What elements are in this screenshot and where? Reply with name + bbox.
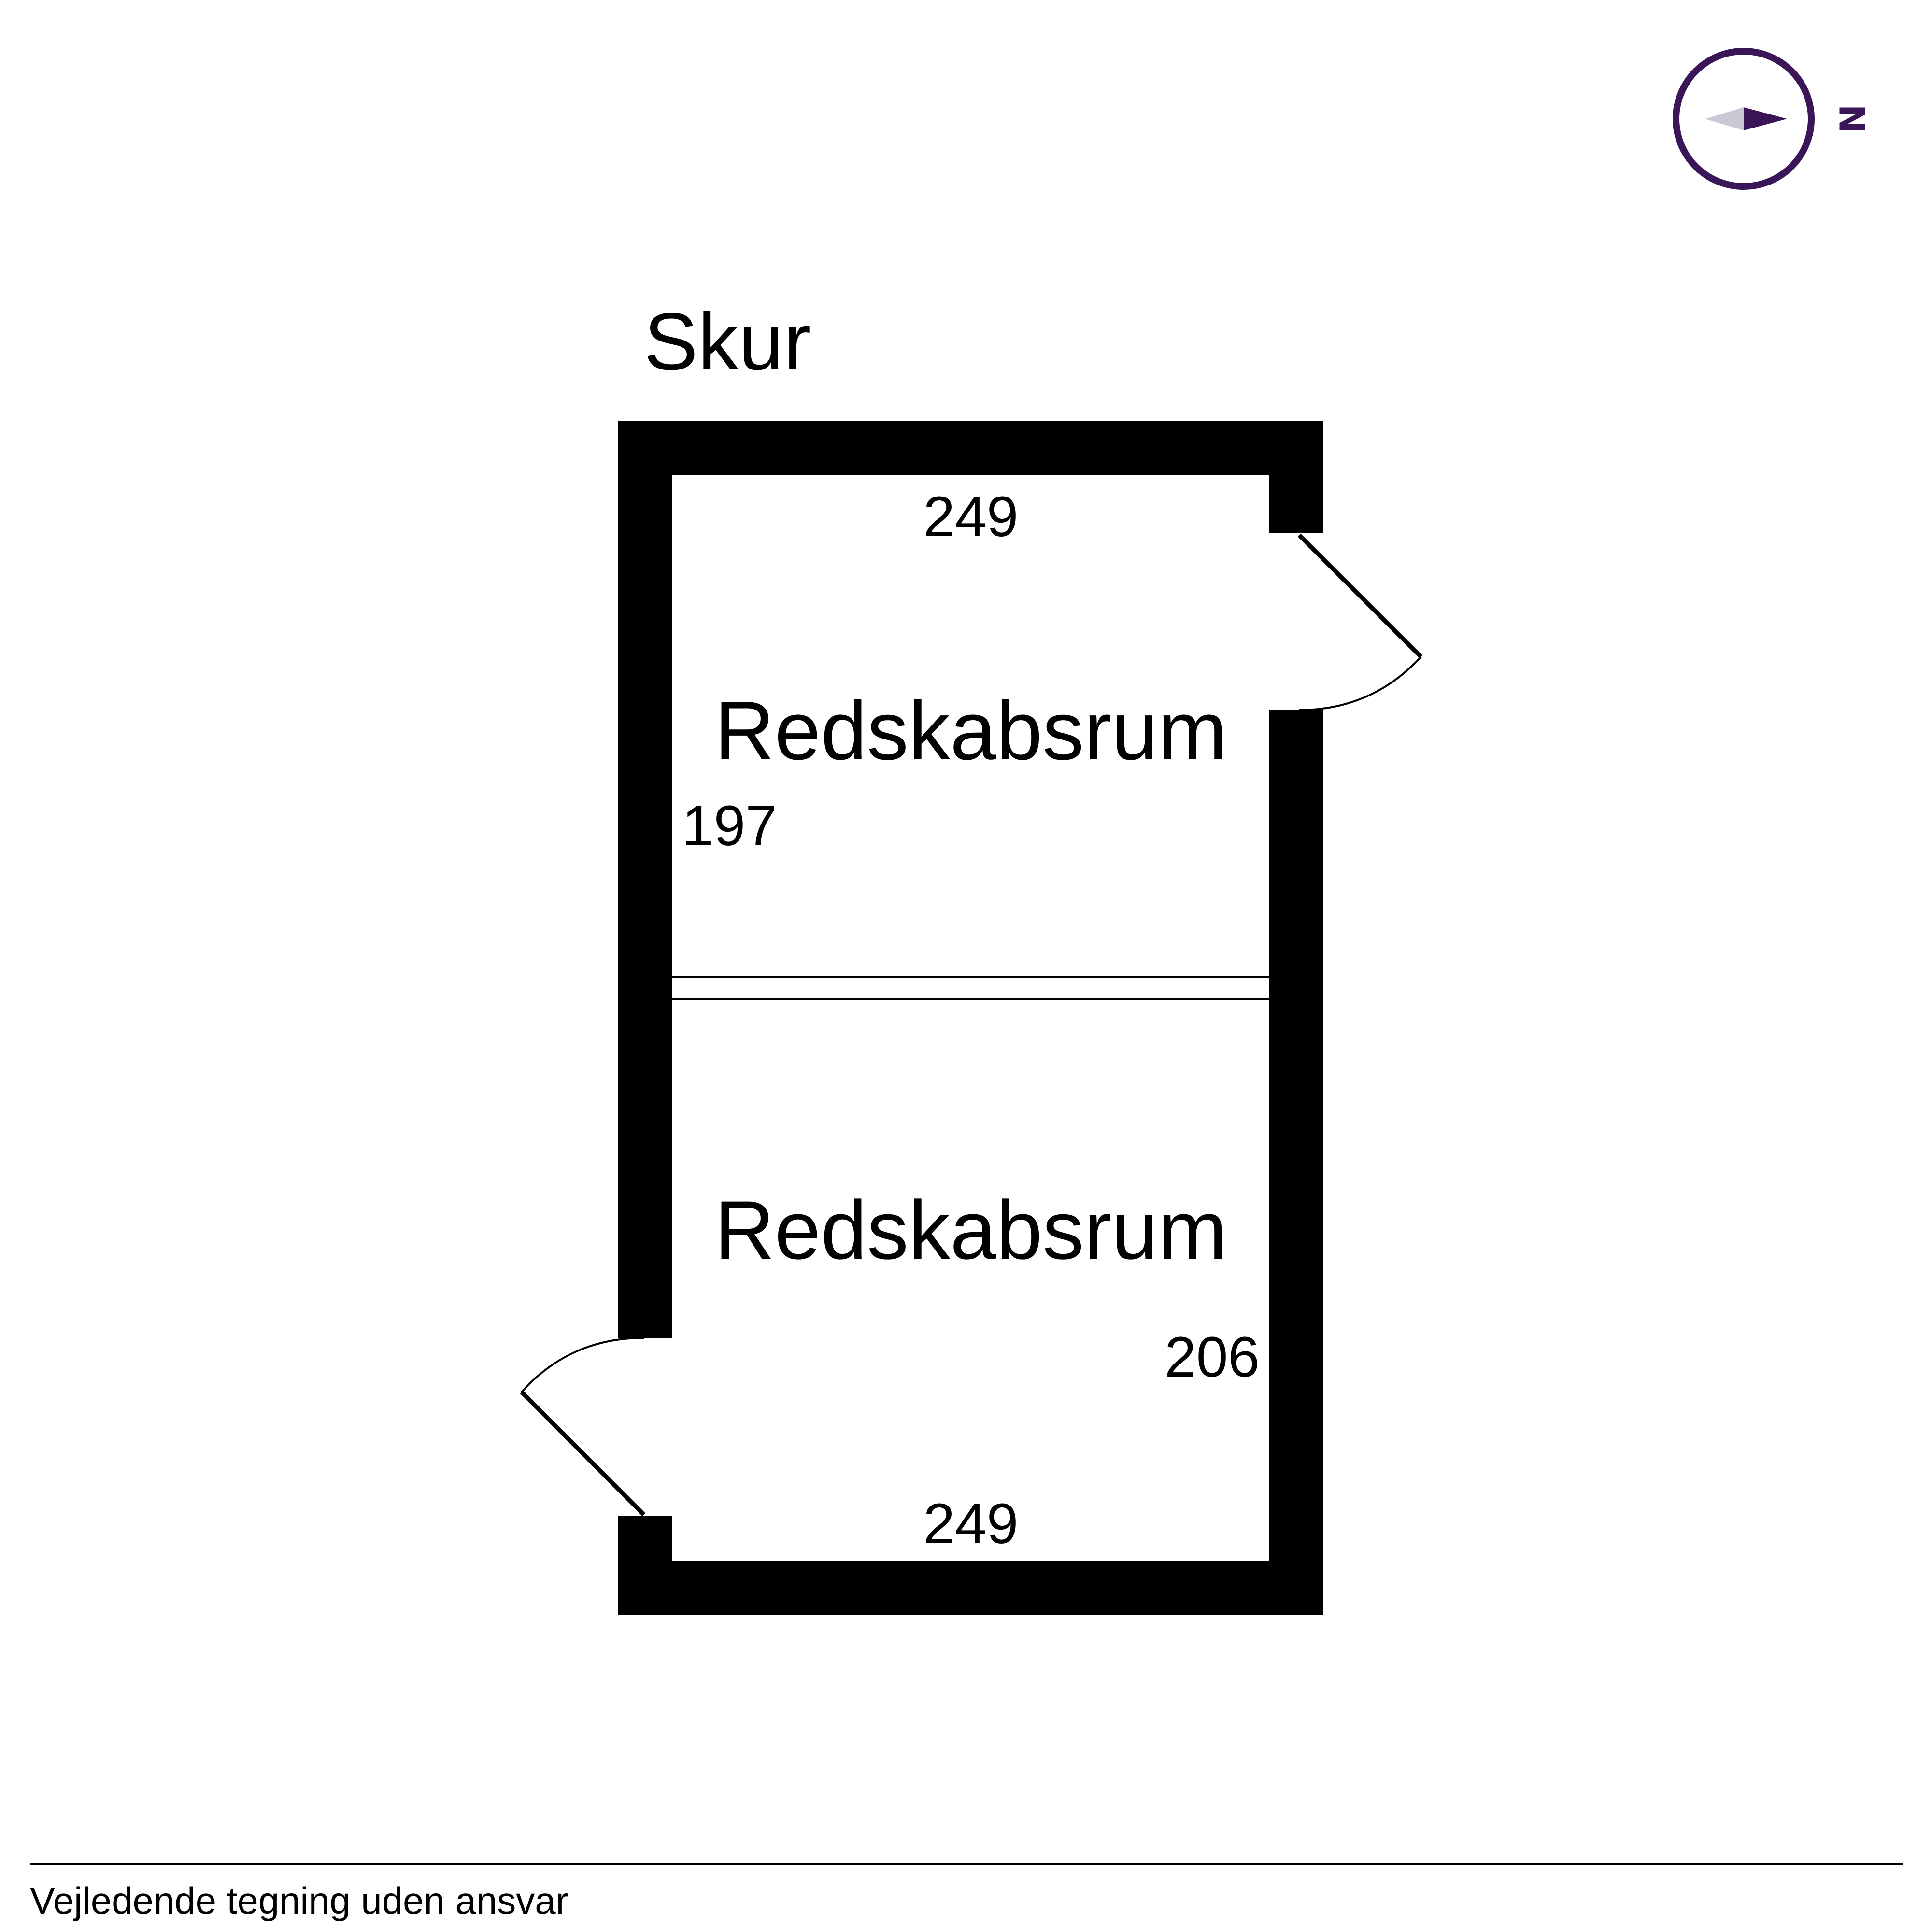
door-right-swing-arc	[1299, 656, 1422, 711]
room-upper-width-dim: 249	[923, 485, 1019, 549]
wall-left-lower-stub	[618, 1516, 672, 1615]
wall-left-upper	[618, 421, 672, 1338]
building-title: Skur	[644, 296, 810, 387]
room-lower-width-dim: 249	[923, 1492, 1019, 1556]
room-upper-name: Redskabsrum	[714, 684, 1227, 777]
wall-top	[618, 421, 1323, 475]
partition-wall	[672, 976, 1269, 1000]
door-left-leaf	[520, 1390, 646, 1517]
door-right	[1297, 533, 1423, 711]
compass-needle-north	[1744, 107, 1787, 130]
wall-right-lower	[1269, 710, 1323, 1615]
walls	[618, 421, 1323, 1615]
compass-north-letter: N	[1831, 104, 1872, 133]
door-right-leaf	[1297, 533, 1423, 659]
room-upper-depth-dim: 197	[682, 794, 777, 858]
wall-right-upper-stub	[1269, 421, 1323, 533]
footer-disclaimer: Vejledende tegning uden ansvar	[30, 1879, 568, 1922]
wall-bottom	[618, 1561, 1323, 1615]
compass-ring	[1673, 48, 1815, 190]
door-left	[520, 1337, 646, 1517]
compass-needle-south	[1705, 107, 1744, 130]
room-lower-name: Redskabsrum	[714, 1184, 1227, 1277]
compass: N	[1673, 48, 1872, 190]
room-lower-depth-dim: 206	[1165, 1325, 1260, 1389]
door-left-swing-arc	[521, 1337, 644, 1393]
